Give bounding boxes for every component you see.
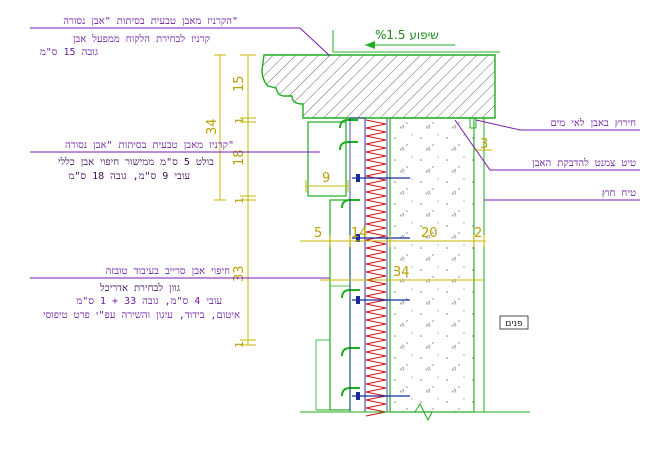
- top-cornice: [261, 54, 496, 129]
- plaster-layer: [473, 117, 485, 413]
- dim-v-15: 15: [232, 75, 247, 92]
- vertical-dims: [214, 54, 256, 346]
- svg-text:חיפוי אבן סרייב בעיבוד טובזה: חיפוי אבן סרייב בעיבוד טובזה: [106, 266, 230, 277]
- dim-h-14: 14: [351, 226, 368, 241]
- concrete-wall: [389, 117, 475, 413]
- note-cornice-top: הקרניז מאבן טבעית בסיתות "אבן נסורה" קרנ…: [40, 16, 238, 58]
- svg-text:הקרניז מאבן טבעית בסיתות "אבן: הקרניז מאבן טבעית בסיתות "אבן נסורה": [63, 16, 238, 27]
- note-drip: חירוץ באבן לאי מים: [550, 117, 636, 129]
- dim-v-1c: 1: [233, 341, 246, 348]
- dim-h-5: 5: [314, 226, 322, 241]
- svg-text:גוון לבחירת אדריכל: גוון לבחירת אדריכל: [99, 282, 180, 294]
- note-grout: טיט צמנט להדבקת האבן: [532, 157, 636, 169]
- svg-text:איטום, בידוד, עיגון והשירה עפ": איטום, בידוד, עיגון והשירה עפ"י פרט טיפו…: [43, 310, 240, 321]
- dim-h-9: 9: [322, 171, 330, 186]
- dim-v-33: 33: [232, 265, 247, 282]
- dim-h-2: 2: [474, 226, 482, 241]
- svg-text:קרניז מאבן טבעית בסיתות "אבן נ: קרניז מאבן טבעית בסיתות "אבן נסורה": [65, 140, 234, 151]
- dim-h-3: 3: [480, 137, 488, 152]
- stone-cladding: [315, 199, 351, 411]
- svg-text:עובי 4 ס"מ, גובה 33 + 1 ס"מ: עובי 4 ס"מ, גובה 33 + 1 ס"מ: [76, 296, 222, 307]
- steel-channel: [349, 117, 366, 413]
- dim-v-18: 18: [232, 149, 247, 166]
- horizontal-dims: [300, 149, 492, 281]
- svg-text:עובי 9 ס"מ, גובה 18 ס"מ: עובי 9 ס"מ, גובה 18 ס"מ: [68, 171, 190, 182]
- room-label-box: [499, 315, 529, 330]
- dim-h-20: 20: [421, 226, 438, 241]
- svg-text:קרניז לבחירת הלקוח ממפעל אבן: קרניז לבחירת הלקוח ממפעל אבן: [73, 33, 210, 45]
- break-line: [300, 402, 530, 422]
- anchor-bolts: [352, 177, 410, 397]
- mid-cornice: [307, 121, 347, 197]
- note-plaster: טיח חוץ: [602, 188, 636, 199]
- room-label: פנים: [505, 319, 523, 329]
- dim-h-34: 34: [393, 265, 410, 280]
- svg-text:גובה 15 ס"מ: גובה 15 ס"מ: [40, 47, 98, 58]
- dim-v-1a: 1: [233, 117, 246, 124]
- note-cladding: חיפוי אבן סרייב בעיבוד טובזה גוון לבחירת…: [43, 266, 240, 321]
- leader-lines: [30, 27, 640, 279]
- dim-v-1b: 1: [233, 197, 246, 204]
- dim-v-34: 34: [205, 118, 220, 135]
- svg-text:בולט 5 ס"מ ממישור חיפוי אבן כל: בולט 5 ס"מ ממישור חיפוי אבן כללי: [58, 156, 214, 168]
- insulation-layer: [364, 117, 388, 417]
- slope-label: %1.5 שיפוע: [375, 28, 439, 42]
- note-cornice-mid: קרניז מאבן טבעית בסיתות "אבן נסורה" בולט…: [58, 140, 234, 182]
